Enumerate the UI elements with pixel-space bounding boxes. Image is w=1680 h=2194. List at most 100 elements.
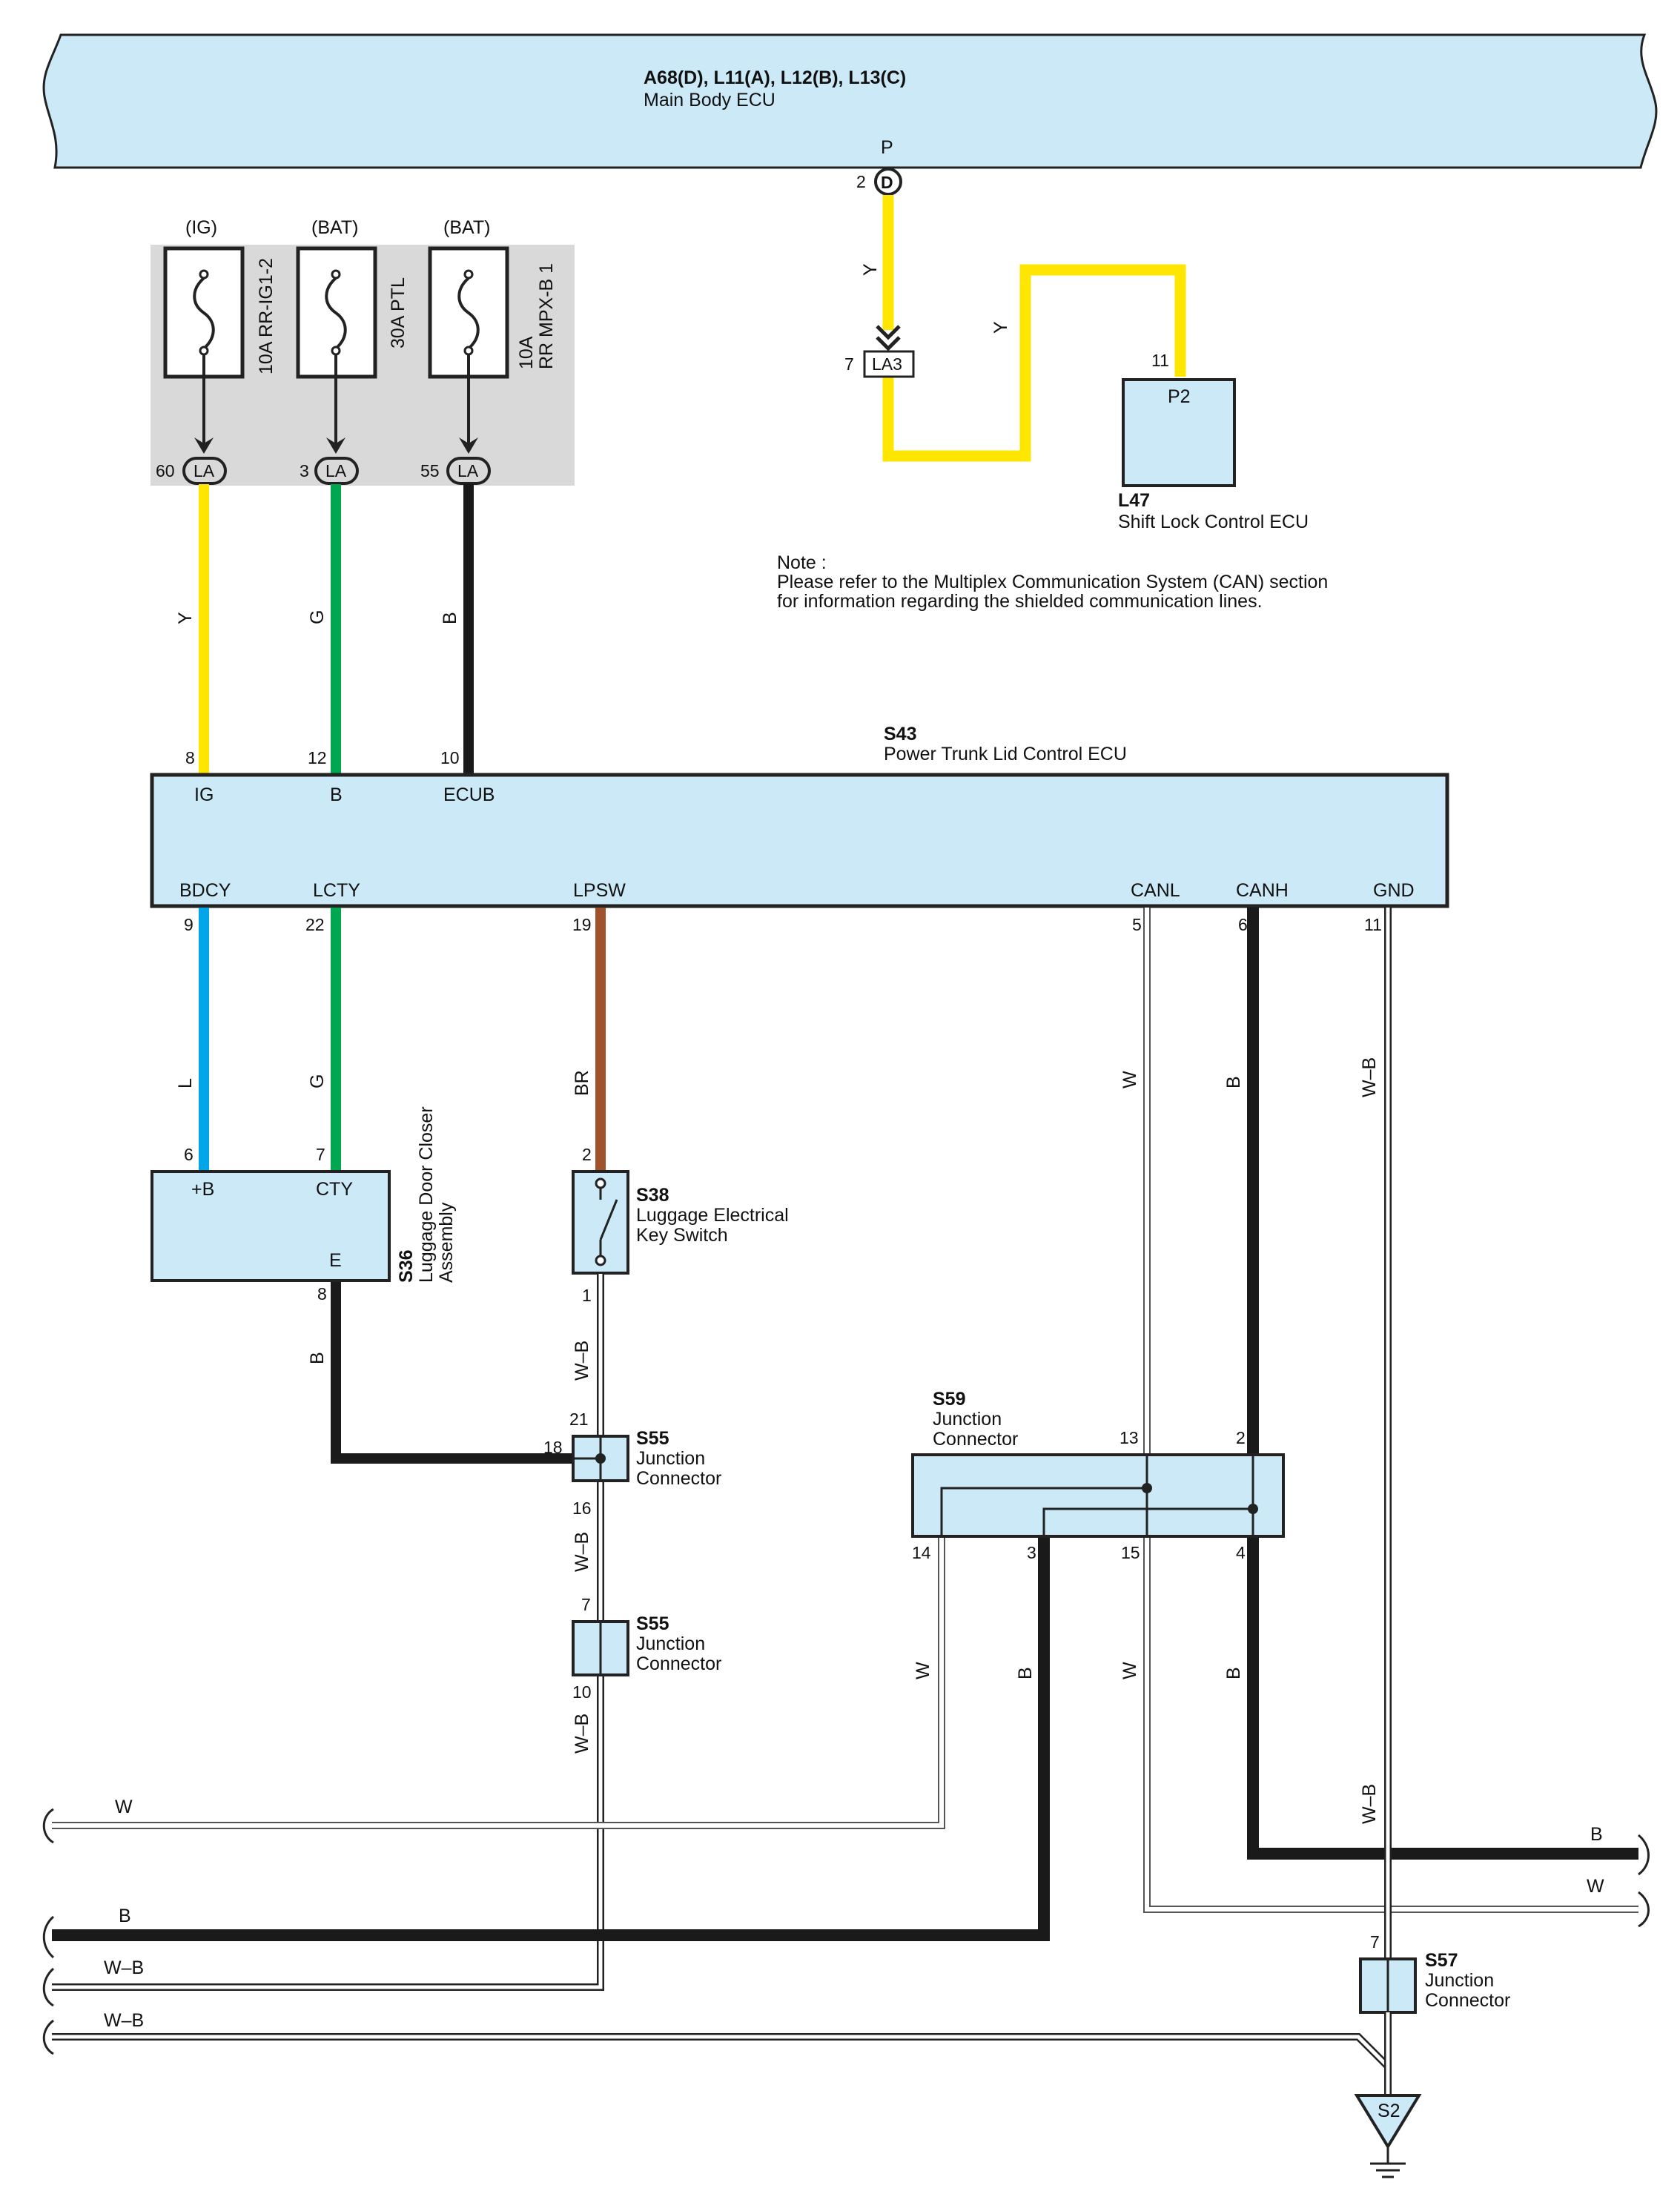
s43-pin-canl: 5 <box>1132 915 1142 934</box>
wire-e-black: B <box>307 1282 573 1464</box>
s59-id: S59 <box>933 1389 965 1410</box>
wire-label-y3: Y <box>991 321 1011 334</box>
s36-term-b: +B <box>191 1179 214 1200</box>
s38-line2: Key Switch <box>636 1225 728 1246</box>
ground-s2: S2 <box>1354 2094 1422 2178</box>
s43-pin-b: 12 <box>308 748 327 767</box>
note-line2: for information regarding the shielded c… <box>777 591 1263 612</box>
s36-line1: Luggage Door Closer <box>416 1106 437 1283</box>
fuse3-label2: RR MPX-B 1 <box>536 263 557 369</box>
s43-term-gnd: GND <box>1373 880 1415 901</box>
ground-label: S2 <box>1378 2101 1400 2121</box>
s36-pin-e: 8 <box>317 1284 327 1303</box>
wire-label-y-ig: Y <box>175 612 196 624</box>
s55a-line1: Junction <box>636 1448 705 1469</box>
fuse1-supply: (IG) <box>185 217 217 238</box>
s55b-line1: Junction <box>636 1633 705 1654</box>
s43-pin-ig: 8 <box>185 748 195 767</box>
s36-term-cty: CTY <box>316 1179 353 1200</box>
shift-lock-name: Shift Lock Control ECU <box>1118 512 1309 532</box>
luggage-door-closer: +B CTY E 6 7 8 S36 Luggage Door Closer A… <box>151 1106 457 1303</box>
s36-term-e: E <box>329 1250 342 1271</box>
wire-label-left-w: W <box>115 1797 133 1817</box>
s43-pin-gnd: 11 <box>1364 915 1382 934</box>
s55b-pin-bottom: 10 <box>572 1682 592 1702</box>
wire-canl-white: W W W <box>1120 908 1638 1913</box>
junction-s57: 7 S57 Junction Connector <box>1359 1932 1510 2095</box>
left-break-marks <box>42 1808 55 2055</box>
fuse3-label1: 10A <box>516 336 537 369</box>
fuse2-pin: 3 <box>300 461 309 480</box>
s57-line2: Connector <box>1425 1990 1510 2011</box>
s55b-line2: Connector <box>636 1653 721 1674</box>
junction-s55-a: 21 18 16 S55 Junction Connector <box>543 1410 721 1518</box>
shift-lock-pin: 11 <box>1151 351 1169 370</box>
s43-term-canh: CANH <box>1236 880 1289 901</box>
wire-label-b-closer: B <box>307 1352 328 1364</box>
wire-label-br: BR <box>572 1070 592 1096</box>
fuse1-pin: 60 <box>156 461 175 480</box>
s43-pin-canh: 6 <box>1238 915 1248 934</box>
fuse1-label: 10A RR-IG1-2 <box>256 258 277 374</box>
wire-wb-bottom-ground: W–B <box>52 2010 1392 2106</box>
s59-pin15: 15 <box>1121 1543 1140 1562</box>
la3-label: LA3 <box>872 354 902 374</box>
note: Note : Please refer to the Multiplex Com… <box>777 552 1328 612</box>
wire-label-canh-b: B <box>1223 1076 1244 1088</box>
wire-lcty-green: G <box>307 908 341 1170</box>
s59-pin13: 13 <box>1120 1428 1139 1447</box>
s38-pin-bottom: 1 <box>582 1286 592 1305</box>
wire-label-l: L <box>175 1078 196 1088</box>
main-body-ecu: A68(D), L11(A), L12(B), L13(C) Main Body… <box>42 33 1658 196</box>
s43-term-canl: CANL <box>1131 880 1180 901</box>
wire-ig-yellow: Y <box>175 484 209 773</box>
fuse3-conn: LA <box>457 461 479 480</box>
wire-ecub-black: B <box>440 484 474 773</box>
wire-y-main-to-shiftlock: Y Y <box>860 195 1186 462</box>
fuse-ptl: (BAT) 30A PTL LA 3 <box>296 217 409 485</box>
s59-line1: Junction <box>933 1409 1002 1430</box>
s43-pin-lpsw: 19 <box>572 915 592 934</box>
note-line1: Please refer to the Multiplex Communicat… <box>777 572 1328 592</box>
wire-label-b-s59: B <box>1015 1667 1036 1679</box>
s43-term-lpsw: LPSW <box>573 880 626 901</box>
wire-wb-s55b-left: W–B W–B <box>52 1676 604 1991</box>
s55b-id: S55 <box>636 1613 669 1634</box>
wire-label-left-wb2: W–B <box>104 2010 144 2031</box>
s43-term-lcty: LCTY <box>313 880 360 901</box>
s59-line2: Connector <box>933 1429 1018 1450</box>
wire-gnd-wb: W–B W–B <box>1359 908 1392 1959</box>
s43-id: S43 <box>884 724 916 744</box>
fuse2-conn: LA <box>325 461 347 480</box>
s36-pin-b: 6 <box>184 1145 194 1164</box>
wire-label-right-w: W <box>1587 1876 1604 1897</box>
right-break-marks <box>1637 1834 1650 1928</box>
s57-pin: 7 <box>1370 1932 1380 1952</box>
main-ecu-name: Main Body ECU <box>644 90 775 110</box>
s55b-pin-top: 7 <box>581 1595 591 1614</box>
s55a-id: S55 <box>636 1428 669 1449</box>
shift-lock-id: L47 <box>1118 490 1150 511</box>
wire-label-canl-w: W <box>1120 1071 1140 1088</box>
wire-wb-switch-chain: W–B W–B <box>572 1274 604 1620</box>
s43-pin-bdcy: 9 <box>184 915 194 934</box>
wire-label-g-b: G <box>307 610 328 624</box>
s57-id: S57 <box>1425 1950 1458 1971</box>
wire-label-wb-sw: W–B <box>572 1341 592 1381</box>
s43-term-bdcy: BDCY <box>179 880 231 901</box>
main-ecu-connector-circle <box>874 168 902 196</box>
s55a-pin-top: 21 <box>569 1410 589 1429</box>
fuse2-supply: (BAT) <box>311 217 358 238</box>
main-ecu-conn-letter: D <box>881 173 893 192</box>
fuse3-pin: 55 <box>420 461 440 480</box>
wire-label-w-s59: W <box>913 1662 933 1679</box>
s59-pin4: 4 <box>1236 1543 1246 1562</box>
s43-pin-lcty: 22 <box>305 915 325 934</box>
fuse-rr-mpx-b1: (BAT) 10A RR MPX-B 1 LA 55 <box>420 217 557 485</box>
wire-lpsw-brown: BR <box>572 908 606 1170</box>
shift-lock-terminal: P2 <box>1168 386 1191 407</box>
main-ecu-terminal: P <box>881 137 893 158</box>
fuse-rr-ig1-2: (IG) 10A RR-IG1-2 LA 60 <box>156 217 277 485</box>
s43-name: Power Trunk Lid Control ECU <box>884 744 1127 764</box>
wire-s59-w-left: W W <box>52 1538 945 1829</box>
